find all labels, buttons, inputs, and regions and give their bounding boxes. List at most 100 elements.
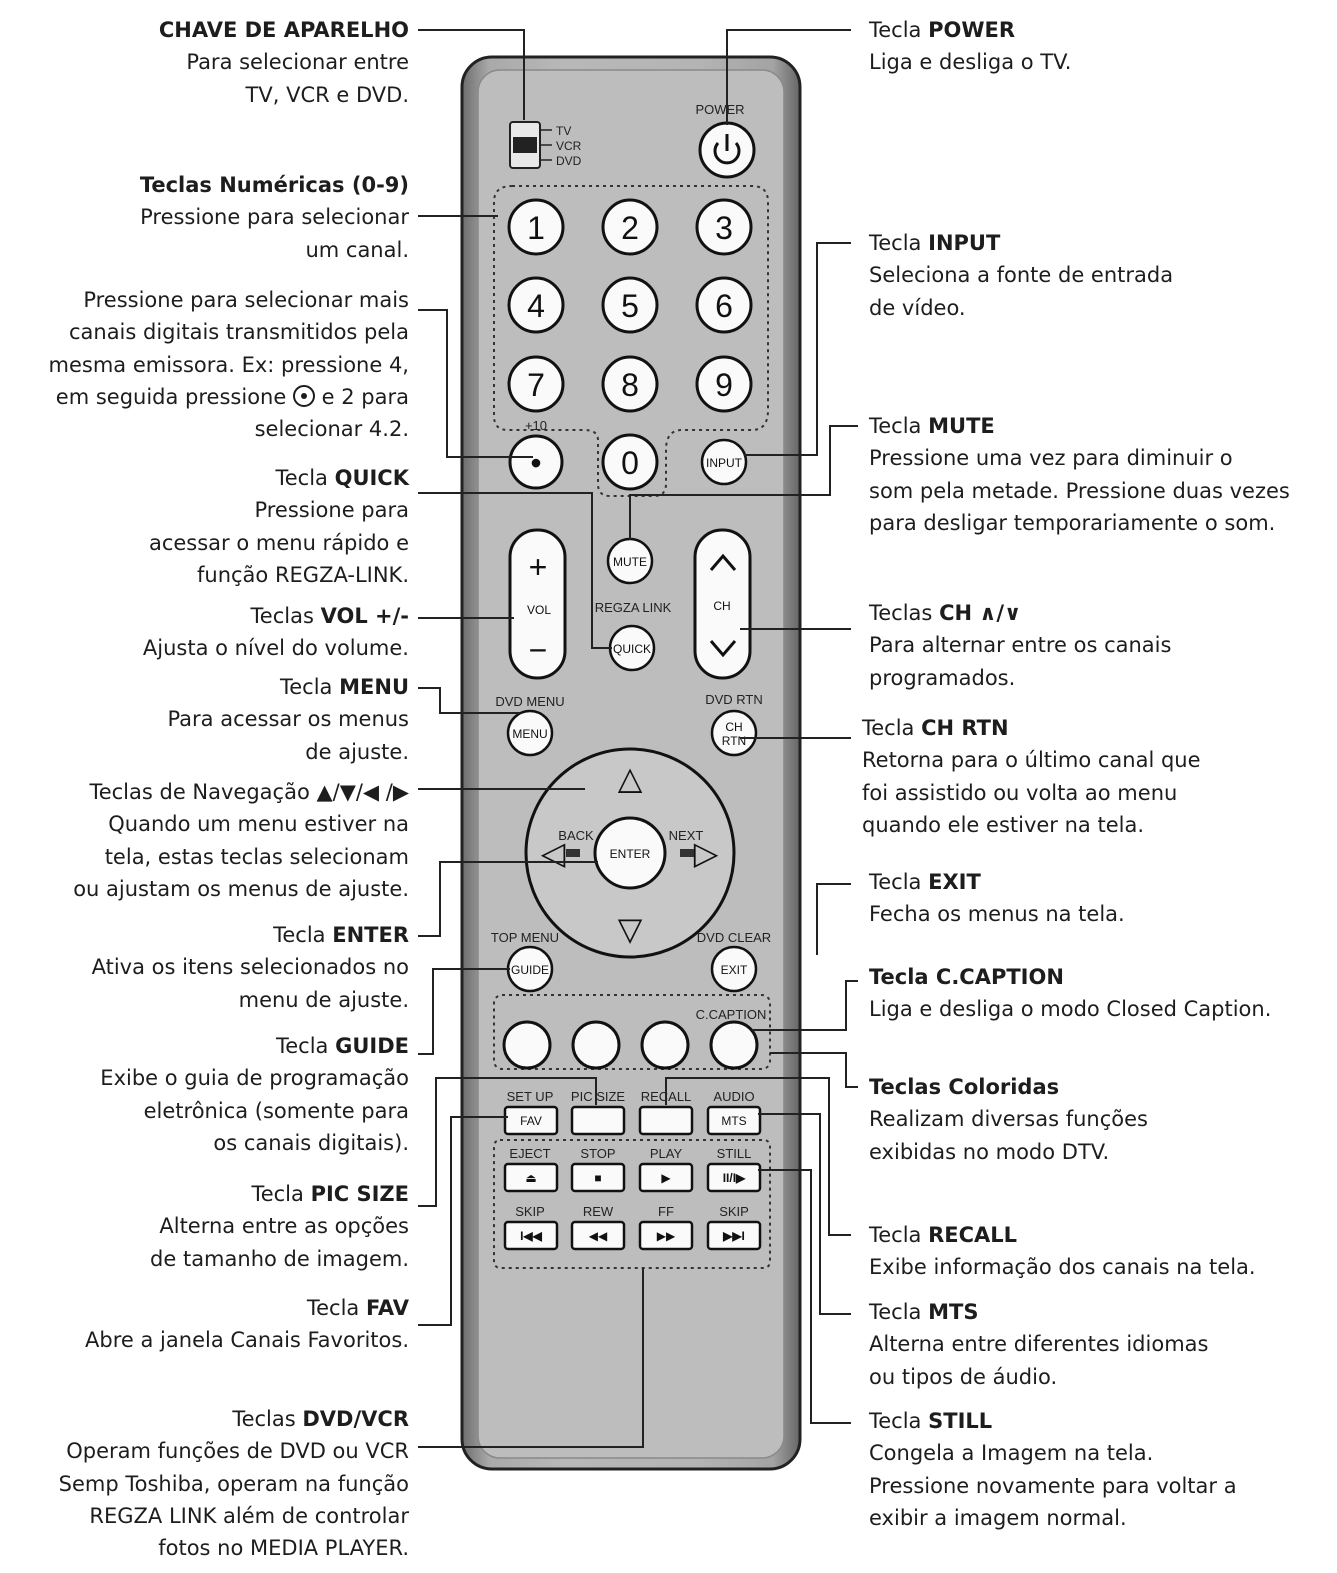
mts-line1: Alterna entre diferentes idiomas: [869, 1332, 1209, 1357]
still-label: STILL: [717, 1146, 752, 1161]
power-name: POWER: [928, 18, 1016, 42]
eject-button[interactable]: ⏏: [503, 1162, 559, 1193]
mts-button[interactable]: MTS: [706, 1105, 762, 1136]
menu-button[interactable]: MENU: [506, 709, 554, 757]
ch-line1: Para alternar entre os canais: [869, 633, 1172, 658]
fav-prefix: Tecla: [306, 1296, 360, 1320]
mute-line1: Pressione uma vez para diminuir o: [869, 446, 1233, 471]
stop-label: STOP: [580, 1146, 615, 1161]
vol-label-text: VOL: [527, 603, 551, 617]
still-title: Tecla STILL: [869, 1405, 1237, 1437]
callout-still: Tecla STILL Congela a Imagem na tela. Pr…: [869, 1405, 1237, 1534]
digit-key-0[interactable]: 0: [601, 433, 659, 491]
skip-fwd-button[interactable]: ▶▶I: [706, 1220, 762, 1251]
numericas-line1: Pressione para selecionar: [140, 205, 409, 230]
play-button[interactable]: ▶: [638, 1162, 694, 1193]
recall-button[interactable]: [638, 1105, 694, 1136]
nav-line1: Quando um menu estiver na: [108, 812, 409, 837]
skip-fwd-label: SKIP: [719, 1204, 749, 1219]
selector-tv-label: TV: [556, 124, 571, 138]
guide-line3: os canais digitais).: [213, 1130, 409, 1155]
exit-button[interactable]: EXIT: [710, 945, 758, 993]
ccaption-button[interactable]: [709, 1020, 759, 1070]
digit-key-5[interactable]: 5: [601, 276, 659, 334]
fav-button-text: FAV: [520, 1114, 542, 1128]
input-line2: de vídeo.: [869, 295, 966, 320]
color-key-1[interactable]: [502, 1020, 552, 1070]
digit-key-3[interactable]: 3: [695, 198, 753, 256]
mute-button[interactable]: MUTE: [606, 537, 654, 585]
ch-prefix: Teclas: [869, 601, 933, 625]
digit-7-text: 7: [527, 367, 545, 403]
dvd-line4: fotos no MEDIA PLAYER.: [158, 1536, 409, 1561]
digit-key-6[interactable]: 6: [695, 276, 753, 334]
enter-button[interactable]: ENTER: [593, 816, 667, 890]
channel-rocker[interactable]: CH: [693, 528, 752, 680]
digit-8-text: 8: [621, 367, 639, 403]
selector-switch[interactable]: TV VCR DVD: [509, 121, 582, 169]
stop-button[interactable]: ■: [570, 1162, 626, 1193]
menu-prefix: Tecla: [280, 675, 333, 699]
fav-line1: Abre a janela Canais Favoritos.: [85, 1328, 409, 1353]
callout-ponto: Pressione para selecionar mais canais di…: [49, 284, 410, 445]
callout-enter: Tecla ENTER Ativa os itens selecionados …: [92, 919, 409, 1016]
callout-vol: Teclas VOL +/- Ajusta o nível do volume.: [143, 600, 409, 665]
exit-title: Tecla EXIT: [869, 866, 1125, 898]
digit-key-8[interactable]: 8: [601, 355, 659, 413]
eject-label: EJECT: [509, 1146, 550, 1161]
callout-input: Tecla INPUT Seleciona a fonte de entrada…: [869, 227, 1173, 324]
input-button[interactable]: INPUT: [700, 438, 748, 486]
chave-title: CHAVE DE APARELHO: [158, 18, 409, 42]
play-label: PLAY: [650, 1146, 683, 1161]
digit-key-1[interactable]: 1: [507, 198, 565, 256]
ff-button[interactable]: ▶▶: [638, 1220, 694, 1251]
digit-key-4[interactable]: 4: [507, 276, 565, 334]
mts-button-text: MTS: [721, 1114, 746, 1128]
volume-rocker[interactable]: + VOL −: [508, 528, 567, 680]
callout-exit: Tecla EXIT Fecha os menus na tela.: [869, 866, 1125, 931]
callout-chave: CHAVE DE APARELHO Para selecionar entre …: [159, 14, 409, 111]
ch-rtn-button[interactable]: CH RTN: [710, 709, 758, 757]
recall-name: RECALL: [928, 1223, 1018, 1247]
digit-key-2[interactable]: 2: [601, 198, 659, 256]
dvd-line2: Semp Toshiba, operam na função: [58, 1471, 409, 1496]
digit-2-text: 2: [621, 210, 639, 246]
callout-cores: Teclas Coloridas Realizam diversas funçõ…: [869, 1071, 1148, 1168]
enter-line2: menu de ajuste.: [238, 987, 409, 1012]
vol-title: Teclas VOL +/-: [143, 600, 409, 632]
picsize-line2: de tamanho de imagem.: [150, 1246, 409, 1271]
rew-label: REW: [583, 1204, 614, 1219]
digit-key-9[interactable]: 9: [695, 355, 753, 413]
callout-numericas: Teclas Numéricas (0-9) Pressione para se…: [140, 169, 409, 266]
selector-vcr-label: VCR: [556, 139, 582, 153]
fav-button[interactable]: FAV: [503, 1105, 559, 1136]
quick-button[interactable]: QUICK: [608, 624, 656, 672]
guide-prefix: Tecla: [275, 1034, 329, 1058]
ponto-line5: selecionar 4.2.: [254, 417, 409, 442]
enter-name: ENTER: [332, 923, 409, 947]
fav-name: FAV: [365, 1296, 409, 1320]
color-key-2[interactable]: [571, 1020, 621, 1070]
rew-button[interactable]: ◀◀: [570, 1220, 626, 1251]
still-button[interactable]: II/I▶: [706, 1162, 762, 1193]
stop-symbol: ■: [594, 1171, 601, 1185]
cores-line1: Realizam diversas funções: [869, 1107, 1148, 1132]
dot-button[interactable]: •: [508, 434, 564, 490]
picsize-label: PIC SIZE: [571, 1089, 626, 1104]
nav-line3: ou ajustam os menus de ajuste.: [73, 876, 409, 901]
callout-mts: Tecla MTS Alterna entre diferentes idiom…: [869, 1296, 1208, 1393]
power-button[interactable]: [698, 121, 756, 179]
picsize-button[interactable]: [570, 1105, 626, 1136]
digit-1-text: 1: [527, 210, 545, 246]
cc-title: Tecla C.CAPTION: [869, 965, 1064, 989]
numericas-title: Teclas Numéricas (0-9): [139, 173, 409, 197]
digit-key-7[interactable]: 7: [507, 355, 565, 413]
color-key-3[interactable]: [640, 1020, 690, 1070]
menu-button-text: MENU: [512, 727, 547, 741]
guide-button[interactable]: GUIDE: [506, 945, 554, 993]
skip-back-button[interactable]: I◀◀: [503, 1220, 559, 1251]
exit-prefix: Tecla: [869, 870, 922, 894]
digit-3-text: 3: [715, 210, 733, 246]
menu-line2: de ajuste.: [305, 739, 409, 764]
ponto-line1: Pressione para selecionar mais: [83, 288, 409, 312]
